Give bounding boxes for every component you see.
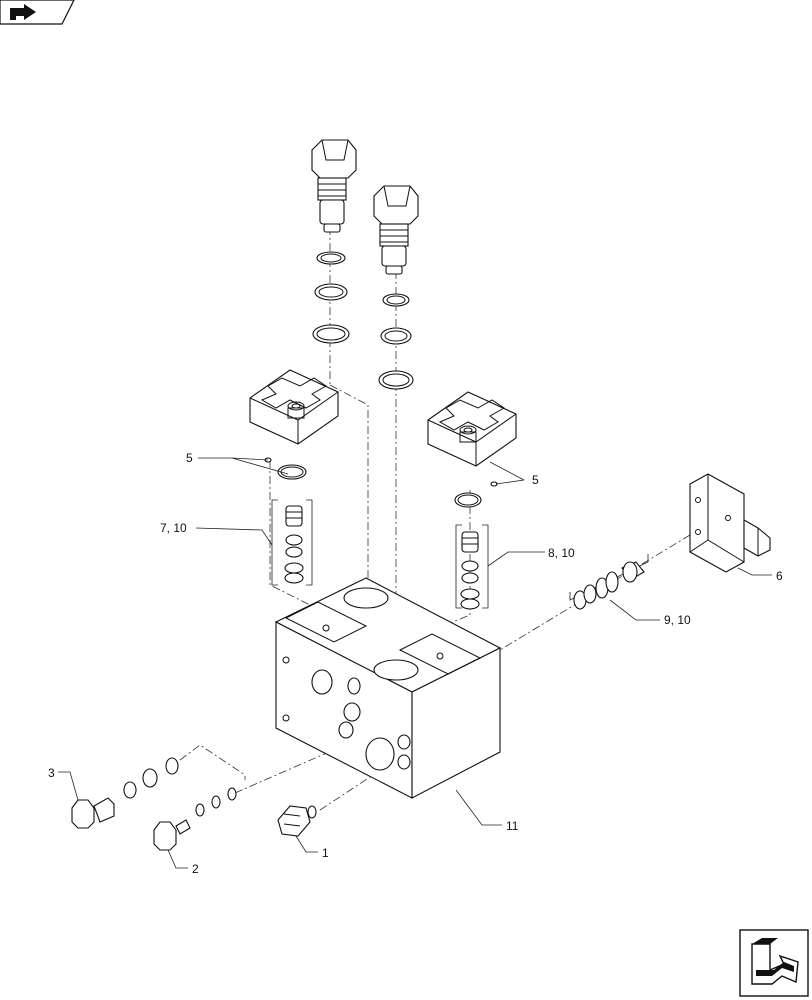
callout-2: 2 <box>192 862 199 876</box>
callout-7-10: 7, 10 <box>160 521 187 535</box>
assembly-centerlines <box>179 195 691 811</box>
seal-rings-right <box>378 293 414 390</box>
callout-5-right: 5 <box>532 473 539 487</box>
callout-6: 6 <box>776 569 783 583</box>
next-page-arrow-icon <box>751 938 799 985</box>
cartridge-valve-left <box>311 139 357 233</box>
spool-kit-side <box>569 554 649 610</box>
callout-8-10: 8, 10 <box>548 546 575 560</box>
seal-rings-left <box>312 251 350 344</box>
callout-3: 3 <box>48 766 55 780</box>
fittings-bottom <box>71 757 317 851</box>
spool-kit-right <box>455 524 489 610</box>
cartridge-valve-right <box>373 185 419 275</box>
cover-block-left <box>249 369 339 445</box>
prev-page-nav[interactable] <box>0 0 75 25</box>
o-rings-item-5 <box>264 457 498 508</box>
previous-page-arrow-icon <box>10 4 36 20</box>
cover-block-right <box>427 391 517 467</box>
callout-11: 11 <box>506 819 519 833</box>
callout-1: 1 <box>322 846 329 860</box>
callout-labels: 1 2 3 5 5 6 7, 10 8, 10 9, 10 11 <box>48 451 783 876</box>
leader-lines <box>58 457 772 869</box>
spool-kit-left <box>271 499 313 586</box>
manifold-block <box>274 577 502 799</box>
side-cover-assembly <box>689 473 771 573</box>
callout-9-10: 9, 10 <box>664 613 691 627</box>
callout-5-left: 5 <box>186 451 193 465</box>
next-page-nav[interactable] <box>739 929 809 997</box>
